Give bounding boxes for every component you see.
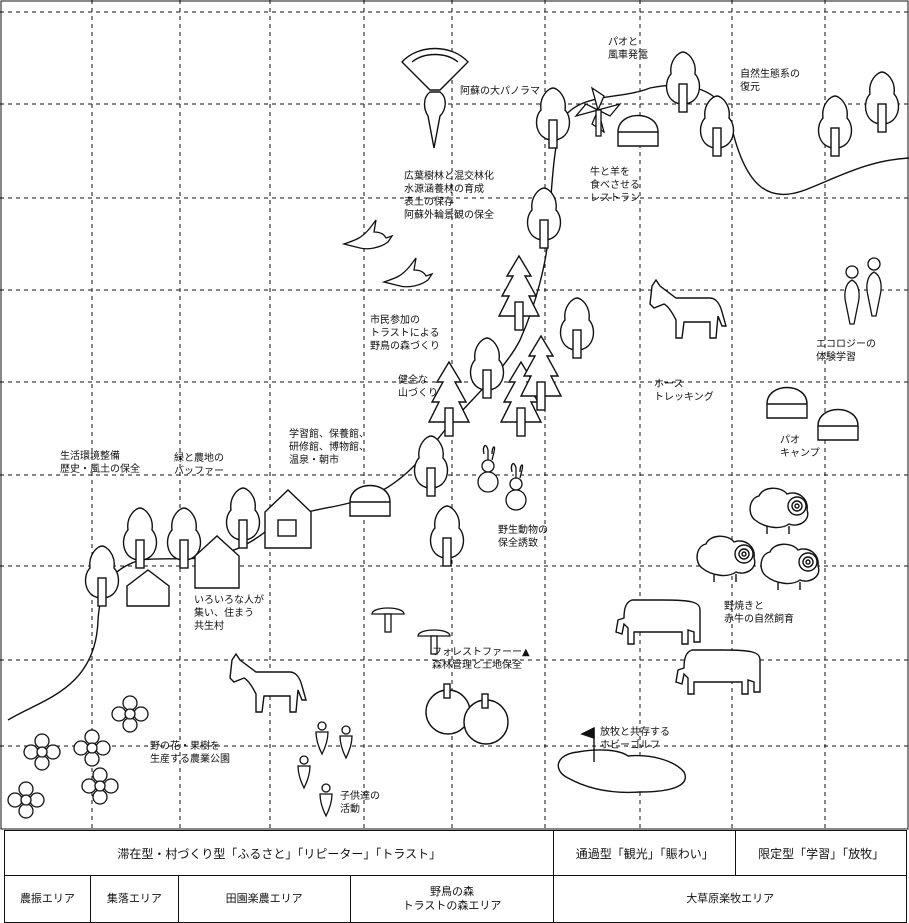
cow-icon [616, 600, 700, 644]
windmill-icon [576, 88, 620, 136]
label-ecology-learning: エコロジーの 体験学習 [816, 338, 876, 364]
sheep-flock [697, 488, 819, 590]
label-grazing: 野焼きと 赤牛の自然飼育 [724, 600, 794, 626]
horse-icon [650, 280, 726, 338]
label-broadleaf-forest: 広葉樹林と混交林化 水源涵養林の育成 表土の保存 阿蘇外輪景観の保全 [404, 170, 494, 222]
label-panorama: 阿蘇の大パノラマ [460, 84, 540, 97]
legend-zone-agri-promotion: 農振エリア [5, 876, 91, 923]
label-living-environment: 生活環境整備 歴史・風土の保全 [60, 450, 140, 476]
zone-legend-table: 滞在型・村づくり型「ふるさと」「リピーター」「トラスト」 通過型「観光」「賑わい… [4, 830, 907, 923]
label-forester: フォレストファーー▲ 森林管理と土地保全 [432, 646, 530, 672]
legend-transit-type: 通過型「観光」「賑わい」 [554, 831, 736, 876]
mushroom-icon [372, 608, 404, 632]
bird-icon [344, 220, 392, 249]
legend-zone-settlement: 集落エリア [90, 876, 178, 923]
label-ecosystem-restoration: 自然生態系の 復元 [740, 68, 800, 94]
label-children: 子供達の 活動 [340, 790, 380, 816]
label-pao-windmill: パオと 風車発電 [608, 36, 648, 62]
land-use-illustration: 阿蘇の大パノラマ [0, 0, 909, 830]
legend-limited-type: 限定型「学習」「放牧」 [736, 831, 907, 876]
facility-dome-icon [350, 486, 390, 517]
legend-zone-grassland: 大草原楽牧エリア [554, 876, 907, 923]
pao-hut-icon [767, 388, 807, 419]
label-wildlife: 野生動物の 保全誘致 [498, 524, 548, 550]
cow-icon [676, 650, 760, 694]
legend-zone-rural-farming: 田園楽農エリア [178, 876, 350, 923]
bird-icon [384, 258, 432, 287]
label-village: いろいろな人が 集い、住まう 共生村 [194, 594, 264, 633]
label-pao-camp: パオ キャンプ [780, 434, 820, 460]
orchard-trees [426, 684, 508, 744]
rabbit-icon [506, 464, 526, 510]
label-farm-park: 野の花・果樹を 生産する農業公園 [150, 740, 230, 766]
person-icon [845, 266, 859, 324]
legend-stay-type: 滞在型・村づくり型「ふるさと」「リピーター」「トラスト」 [5, 831, 554, 876]
person-icon [867, 258, 881, 316]
label-golf: 放牧と共存する ホビーゴルフ [600, 726, 670, 752]
horse-icon [230, 654, 306, 712]
panorama-view-icon [402, 49, 468, 149]
pao-hut-icon [818, 410, 858, 441]
label-restaurant: 牛と羊を 食べさせる レストラン [590, 166, 640, 205]
label-horse-trekking: ホース トレッキング [654, 378, 714, 404]
label-healthy-mountain: 健全な 山づくり [398, 374, 438, 400]
flower-field [8, 696, 148, 818]
label-green-buffer: 緑と農地の バッファー [174, 452, 224, 478]
label-trust-forest: 市民参加の トラストによる 野鳥の森づくり [370, 314, 440, 353]
legend-zone-bird-forest: 野鳥の森 トラストの森エリア [350, 876, 554, 923]
label-facilities: 学習館、保養館、 研修館、博物館、 温泉・朝市 [289, 428, 369, 467]
rabbit-icon [478, 446, 498, 492]
pao-hut-icon [618, 116, 658, 147]
